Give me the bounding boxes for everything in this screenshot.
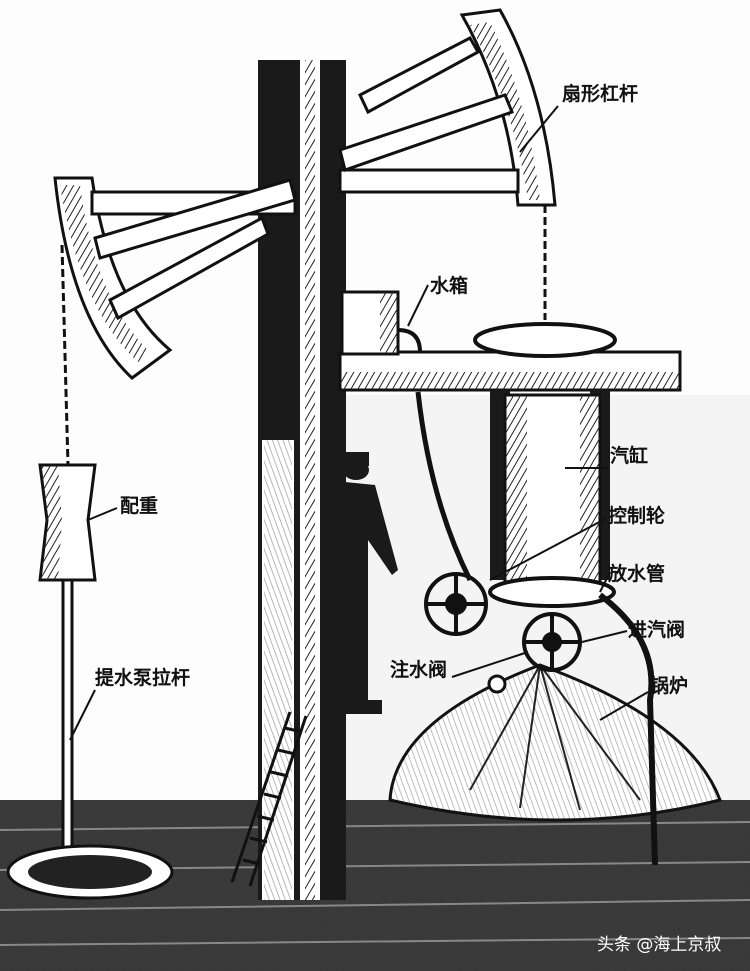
label-steam-valve: 进汽阀 bbox=[628, 618, 685, 641]
label-water-tank: 水箱 bbox=[430, 274, 468, 297]
boiler bbox=[388, 663, 722, 822]
label-sector-lever: 扇形杠杆 bbox=[562, 82, 638, 105]
right-sector-lever bbox=[338, 8, 557, 207]
left-sector-lever bbox=[53, 176, 297, 380]
operator-figure bbox=[343, 452, 398, 714]
watermark-text: 头条 @海上京叔 bbox=[597, 935, 721, 955]
label-boiler: 锅炉 bbox=[650, 674, 688, 697]
left-chain bbox=[60, 244, 70, 466]
ladder bbox=[230, 711, 308, 887]
label-cylinder: 汽缸 bbox=[610, 444, 648, 467]
counterweight bbox=[38, 463, 97, 582]
pump-rod bbox=[61, 578, 74, 882]
leader-lines bbox=[69, 105, 649, 741]
well-opening bbox=[6, 844, 174, 900]
label-counterweight: 配重 bbox=[120, 495, 158, 517]
steam-valve-wheel bbox=[522, 612, 582, 672]
steam-cylinder bbox=[473, 322, 617, 608]
label-control-wheel: 控制轮 bbox=[608, 504, 665, 527]
control-wheel bbox=[424, 572, 488, 636]
label-injection-valve: 注水阀 bbox=[390, 658, 447, 681]
floor bbox=[0, 800, 750, 971]
drain-pipe bbox=[598, 592, 658, 866]
label-pump-rod: 提水泵拉杆 bbox=[95, 666, 190, 689]
water-tank bbox=[340, 290, 422, 356]
control-rod bbox=[415, 391, 473, 582]
label-drain-pipe: 放水管 bbox=[607, 562, 665, 585]
